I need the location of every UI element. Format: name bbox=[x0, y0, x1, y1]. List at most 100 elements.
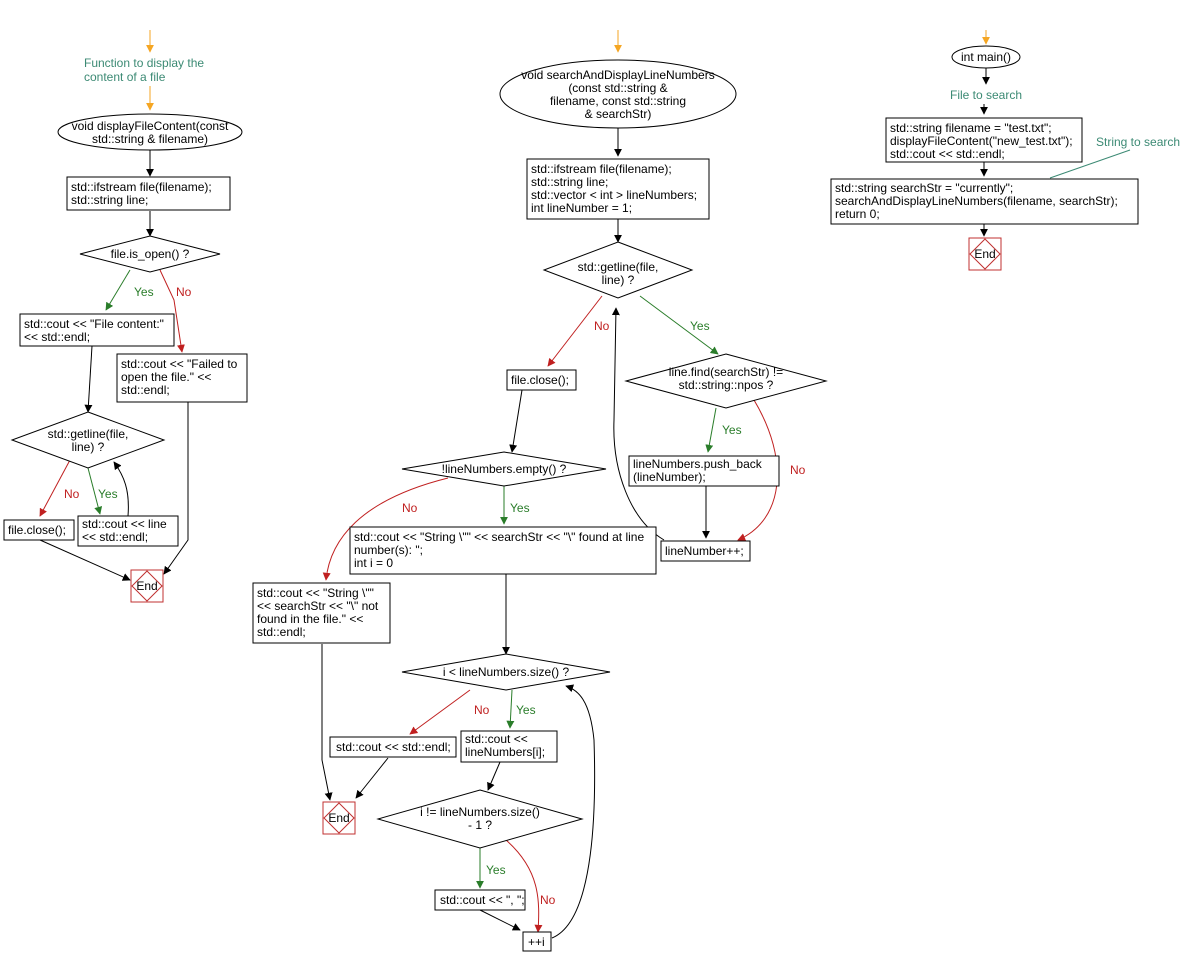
process-main-block1 bbox=[885, 117, 1083, 163]
text-line: std::string line; bbox=[71, 193, 148, 207]
text-line: filename, const std::string bbox=[550, 94, 686, 108]
text-line: std::cout << std::endl; bbox=[336, 740, 451, 754]
text-line: int lineNumber = 1; bbox=[531, 201, 632, 215]
edge-s-close-empty bbox=[509, 389, 523, 453]
decision-not-empty bbox=[401, 451, 607, 487]
process-print-endl-text: std::cout << std::endl; bbox=[336, 740, 451, 754]
text-line: std::string line; bbox=[531, 175, 608, 189]
decision-not-empty-text: !lineNumbers.empty() ? bbox=[442, 462, 567, 476]
text-line: std::endl; bbox=[257, 625, 306, 639]
text-line: int main() bbox=[961, 50, 1011, 64]
process-print-header-text: std::cout << "File content:"<< std::endl… bbox=[24, 317, 164, 344]
text-line: lineNumbers[i]; bbox=[465, 745, 545, 759]
label-no: No bbox=[540, 893, 556, 907]
process-inc-i-text: ++i bbox=[528, 935, 545, 949]
text-line: Function to display the bbox=[84, 56, 204, 70]
edge-d-isopen-yes bbox=[105, 269, 131, 311]
process-print-number bbox=[460, 730, 558, 763]
end-display-text: End bbox=[136, 579, 157, 593]
text-line: std::cout << "File content:" bbox=[24, 317, 164, 331]
edge-s-getline-yes bbox=[639, 295, 719, 355]
process-print-endl bbox=[329, 736, 457, 758]
text-line: std::endl; bbox=[121, 383, 170, 397]
process-found-msg-text: std::cout << "String \"" << searchStr <<… bbox=[354, 530, 644, 570]
text-line: std::getline(file, bbox=[578, 260, 659, 274]
text-line: & searchStr) bbox=[585, 107, 652, 121]
text-line: void searchAndDisplayLineNumbers bbox=[521, 68, 714, 82]
end-display: End bbox=[130, 569, 164, 603]
text-line: std::string searchStr = "currently"; bbox=[835, 181, 1013, 195]
text-line: File to search bbox=[950, 88, 1022, 102]
process-print-line-text: std::cout << line<< std::endl; bbox=[82, 517, 167, 544]
process-push-back-text: lineNumbers.push_back(lineNumber); bbox=[633, 457, 763, 484]
text-line: void displayFileContent(const bbox=[72, 119, 229, 133]
text-line: return 0; bbox=[835, 207, 880, 221]
edge-s-comma-inc bbox=[479, 909, 521, 931]
label-yes: Yes bbox=[516, 703, 536, 717]
label-no: No bbox=[474, 703, 490, 717]
process-increment-line-text: lineNumber++; bbox=[665, 544, 744, 558]
start-main bbox=[951, 45, 1021, 69]
label-yes: Yes bbox=[690, 319, 710, 333]
text-line: << std::endl; bbox=[82, 530, 148, 544]
edge-s-inc-loop bbox=[551, 684, 596, 939]
label-yes: Yes bbox=[98, 487, 118, 501]
edge-d-getline-no bbox=[39, 459, 71, 517]
comment-file-to-search: File to search bbox=[950, 88, 1022, 102]
text-line: std::cout << bbox=[465, 732, 528, 746]
label-no: No bbox=[64, 487, 80, 501]
edge-d-header-getline bbox=[84, 345, 93, 413]
process-print-line bbox=[77, 515, 179, 547]
edge-s-inc-loop bbox=[611, 307, 665, 541]
text-line: String to search bbox=[1096, 135, 1180, 149]
text-line: std::cout << "Failed to bbox=[121, 357, 238, 371]
process-not-found-msg-text: std::cout << "String \""<< searchStr << … bbox=[257, 586, 379, 639]
text-line: std::getline(file, bbox=[48, 427, 129, 441]
text-line: file.is_open() ? bbox=[111, 247, 190, 261]
process-close-display-text: file.close(); bbox=[8, 523, 66, 537]
edge-s-endl-end bbox=[355, 757, 389, 799]
edge-s-notlast-no bbox=[505, 839, 543, 933]
edge-d-fail-end bbox=[163, 402, 189, 575]
decision-find-text: line.find(searchStr) !=std::string::npos… bbox=[669, 365, 783, 392]
decision-loop-cond bbox=[401, 653, 611, 691]
text-line: std::ifstream file(filename); bbox=[71, 180, 212, 194]
text-line: std::cout << "String \"" bbox=[257, 586, 374, 600]
start-display-file-content bbox=[57, 113, 243, 151]
end-main-text: End bbox=[974, 247, 995, 261]
process-display-init bbox=[66, 176, 231, 211]
end-search: End bbox=[322, 801, 356, 835]
text-line: ++i bbox=[528, 935, 545, 949]
edge-d-getline-yes bbox=[87, 467, 103, 515]
start-main-text: int main() bbox=[961, 50, 1011, 64]
edge-s-empty-no bbox=[322, 477, 449, 581]
text-line: std::string filename = "test.txt"; bbox=[890, 121, 1052, 135]
label-yes: Yes bbox=[486, 863, 506, 877]
start-search-function-text: void searchAndDisplayLineNumbers(const s… bbox=[521, 68, 714, 121]
process-display-init-text: std::ifstream file(filename);std::string… bbox=[71, 180, 212, 207]
text-line: line.find(searchStr) != bbox=[669, 365, 783, 379]
text-line: line) ? bbox=[72, 440, 105, 454]
text-line: content of a file bbox=[84, 70, 166, 84]
process-print-comma-text: std::cout << ", "; bbox=[440, 893, 525, 907]
edge-d-close-end bbox=[39, 539, 131, 581]
edge-d-isopen-no bbox=[159, 269, 185, 353]
decision-is-open-text: file.is_open() ? bbox=[111, 247, 190, 261]
decision-getline-search bbox=[542, 241, 694, 299]
decision-is-open bbox=[79, 235, 221, 273]
label-no: No bbox=[176, 285, 192, 299]
text-line: int i = 0 bbox=[354, 556, 393, 570]
text-line: (const std::string & bbox=[568, 81, 667, 95]
edge-s-find-yes bbox=[705, 407, 717, 453]
label-no: No bbox=[790, 463, 806, 477]
decision-loop-cond-text: i < lineNumbers.size() ? bbox=[443, 665, 570, 679]
edge-s-loop-yes bbox=[506, 689, 515, 729]
decision-find bbox=[624, 353, 828, 409]
decision-getline-display-text: std::getline(file,line) ? bbox=[48, 427, 129, 454]
process-inc-i bbox=[522, 931, 552, 952]
process-close-search-text: file.close(); bbox=[511, 373, 569, 387]
text-line: file.close(); bbox=[8, 523, 66, 537]
